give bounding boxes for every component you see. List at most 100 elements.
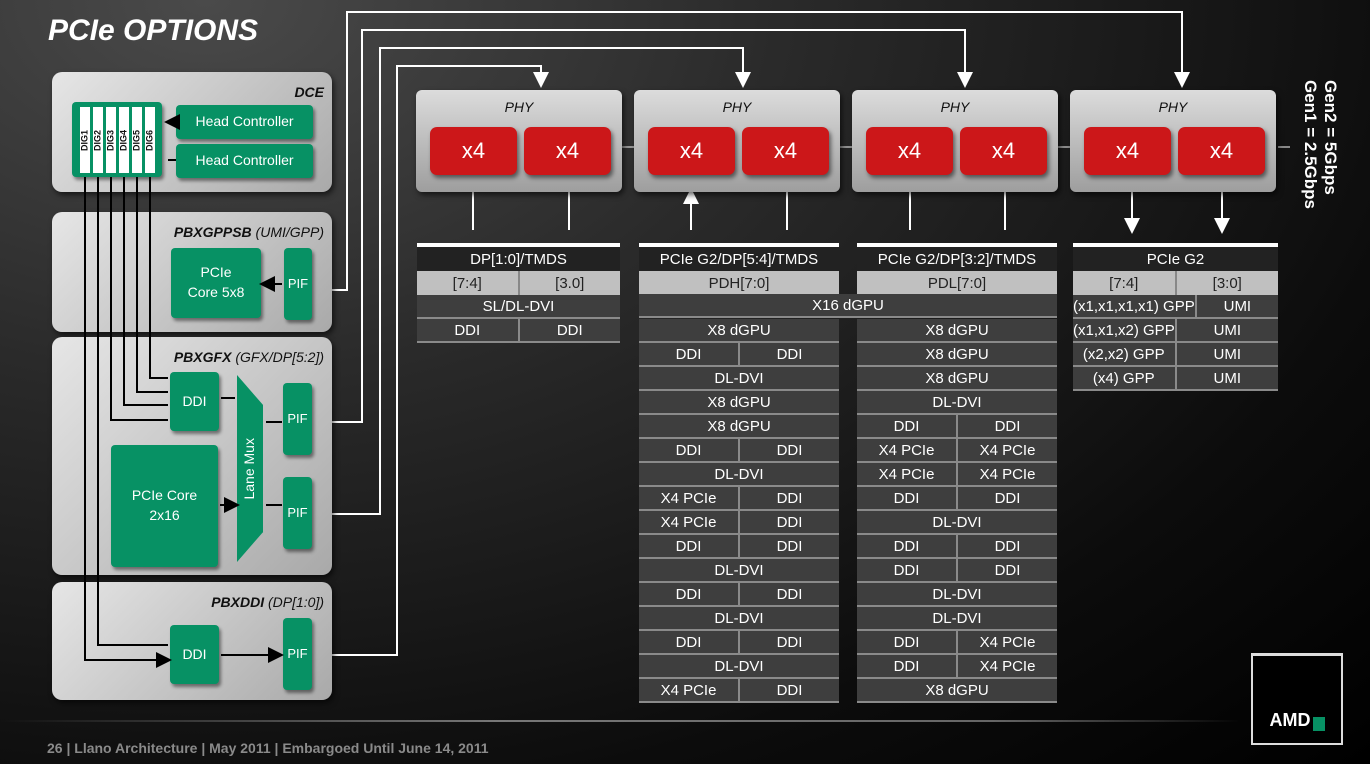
table-row: DDI X4 PCIe xyxy=(857,655,1057,679)
table-cell: X8 dGPU xyxy=(925,369,989,387)
pbxddi-sub: (DP[1:0]) xyxy=(267,594,324,610)
table-row: SL/DL-DVI xyxy=(417,295,620,319)
table-subheader: [7:4][3:0] xyxy=(1073,271,1278,295)
table-row: DL-DVI xyxy=(857,511,1057,535)
phy2-lane-a: x4 xyxy=(648,127,735,175)
amd-arrow-icon xyxy=(1312,717,1325,731)
table-cell: X4 PCIe xyxy=(660,681,717,699)
table-row: X8 dGPU xyxy=(857,367,1057,391)
table-cell: X8 dGPU xyxy=(707,393,771,411)
table-cell: DP[1:0]/TMDS xyxy=(470,250,567,268)
link-ddi-phy1 xyxy=(312,65,549,656)
table-row: X4 PCIe DDI xyxy=(639,679,839,703)
table-row: DL-DVI xyxy=(857,391,1057,415)
dce-panel: DCE DIG1 DIG2 DIG3 DIG4 DIG5 DIG6 Head C… xyxy=(52,72,332,192)
table-cell: (x1,x1,x1,x1) GPP xyxy=(1073,297,1195,315)
table-row: X8 dGPU xyxy=(639,415,839,439)
slide-title: PCIe OPTIONS xyxy=(48,14,259,47)
table-row: DDI DDI xyxy=(857,535,1057,559)
table-row: DDI DDI xyxy=(857,415,1057,439)
table-cell: DDI xyxy=(893,417,920,435)
table-subheader: PDH[7:0] xyxy=(639,271,839,295)
table-cell: DDI xyxy=(893,489,920,507)
table-header: PCIe G2 xyxy=(1073,247,1278,271)
table-cell: DDI xyxy=(675,441,702,459)
table-cell: [7:4] xyxy=(1109,274,1139,292)
table-cell: SL/DL-DVI xyxy=(482,297,555,315)
phy4-lane-b: x4 xyxy=(1178,127,1265,175)
table-cell: DL-DVI xyxy=(714,561,764,579)
table-header: DP[1:0]/TMDS xyxy=(417,247,620,271)
table-cell: X4 PCIe xyxy=(956,631,1057,653)
table-cell: DDI xyxy=(893,657,920,675)
table-cell: PCIe G2/DP[3:2]/TMDS xyxy=(877,250,1037,268)
table-cell: DDI xyxy=(956,487,1057,509)
pbxgppsb-label: PBXGPPSB xyxy=(173,224,252,240)
table-cell: DDI xyxy=(738,439,839,461)
table-row: DL-DVI xyxy=(639,607,839,631)
table-cell: PDL[7:0] xyxy=(927,274,987,292)
link-gppsb-phy4 xyxy=(312,11,1190,291)
table-cell: X8 dGPU xyxy=(925,345,989,363)
head-controller-1: Head Controller xyxy=(176,105,313,139)
table-cell: UMI xyxy=(1174,343,1279,365)
table-row: DDI DDI xyxy=(639,583,839,607)
table-row: X8 dGPU xyxy=(857,343,1057,367)
table-cell: DL-DVI xyxy=(714,657,764,675)
phy4-lane-a: x4 xyxy=(1084,127,1171,175)
table-cell: DL-DVI xyxy=(714,369,764,387)
table-cell: DDI xyxy=(675,585,702,603)
table-row: DL-DVI xyxy=(639,367,839,391)
table-cell: DDI xyxy=(738,583,839,605)
table-cell: DL-DVI xyxy=(714,609,764,627)
table-cell: DDI xyxy=(956,535,1057,557)
table-pdl: PCIe G2/DP[3:2]/TMDS PDL[7:0] X8 dGPU X8 dG… xyxy=(857,243,1057,703)
ddi-gfx: DDI xyxy=(170,372,219,431)
table-cell: X8 dGPU xyxy=(707,321,771,339)
table-cell: X4 PCIe xyxy=(660,513,717,531)
pif-gppsb: PIF xyxy=(284,248,312,320)
table-cell: DDI xyxy=(893,537,920,555)
table-cell: DDI xyxy=(675,345,702,363)
table-cell: [7:4] xyxy=(452,274,482,292)
link-gfx1-phy3 xyxy=(312,29,973,423)
table-cell: X4 PCIe xyxy=(878,441,935,459)
table-cell: DDI xyxy=(738,679,839,701)
x16-dgpu-span-row: X16 dGPU xyxy=(639,294,1057,318)
pbxgppsb-sub: (UMI/GPP) xyxy=(255,224,324,240)
table-row: DDI DDI xyxy=(857,487,1057,511)
table-cell: DDI xyxy=(956,415,1057,437)
table-row: DL-DVI xyxy=(857,607,1057,631)
table-row: DL-DVI xyxy=(857,583,1057,607)
phy1-lane-a: x4 xyxy=(430,127,517,175)
table-cell: DDI xyxy=(738,487,839,509)
table-cell: X8 dGPU xyxy=(925,321,989,339)
table-row: DDI DDI xyxy=(639,439,839,463)
pcie-core-2x16: PCIe Core 2x16 xyxy=(111,445,218,567)
table-row: X8 dGPU xyxy=(639,319,839,343)
table-cell: DL-DVI xyxy=(932,609,982,627)
table-row: X8 dGPU xyxy=(857,679,1057,703)
table-cell: X4 PCIe xyxy=(956,655,1057,677)
table-row: DL-DVI xyxy=(639,559,839,583)
table-cell: UMI xyxy=(1174,319,1278,341)
phy3-lane-b: x4 xyxy=(960,127,1047,175)
table-pcie-g2: PCIe G2[7:4][3:0] (x1,x1,x1,x1) GPP UMI(x1… xyxy=(1073,243,1278,391)
table-cell: DDI xyxy=(675,537,702,555)
table-cell: PDH[7:0] xyxy=(708,274,770,292)
phy1-lane-b: x4 xyxy=(524,127,611,175)
table-cell: DDI xyxy=(738,631,839,653)
